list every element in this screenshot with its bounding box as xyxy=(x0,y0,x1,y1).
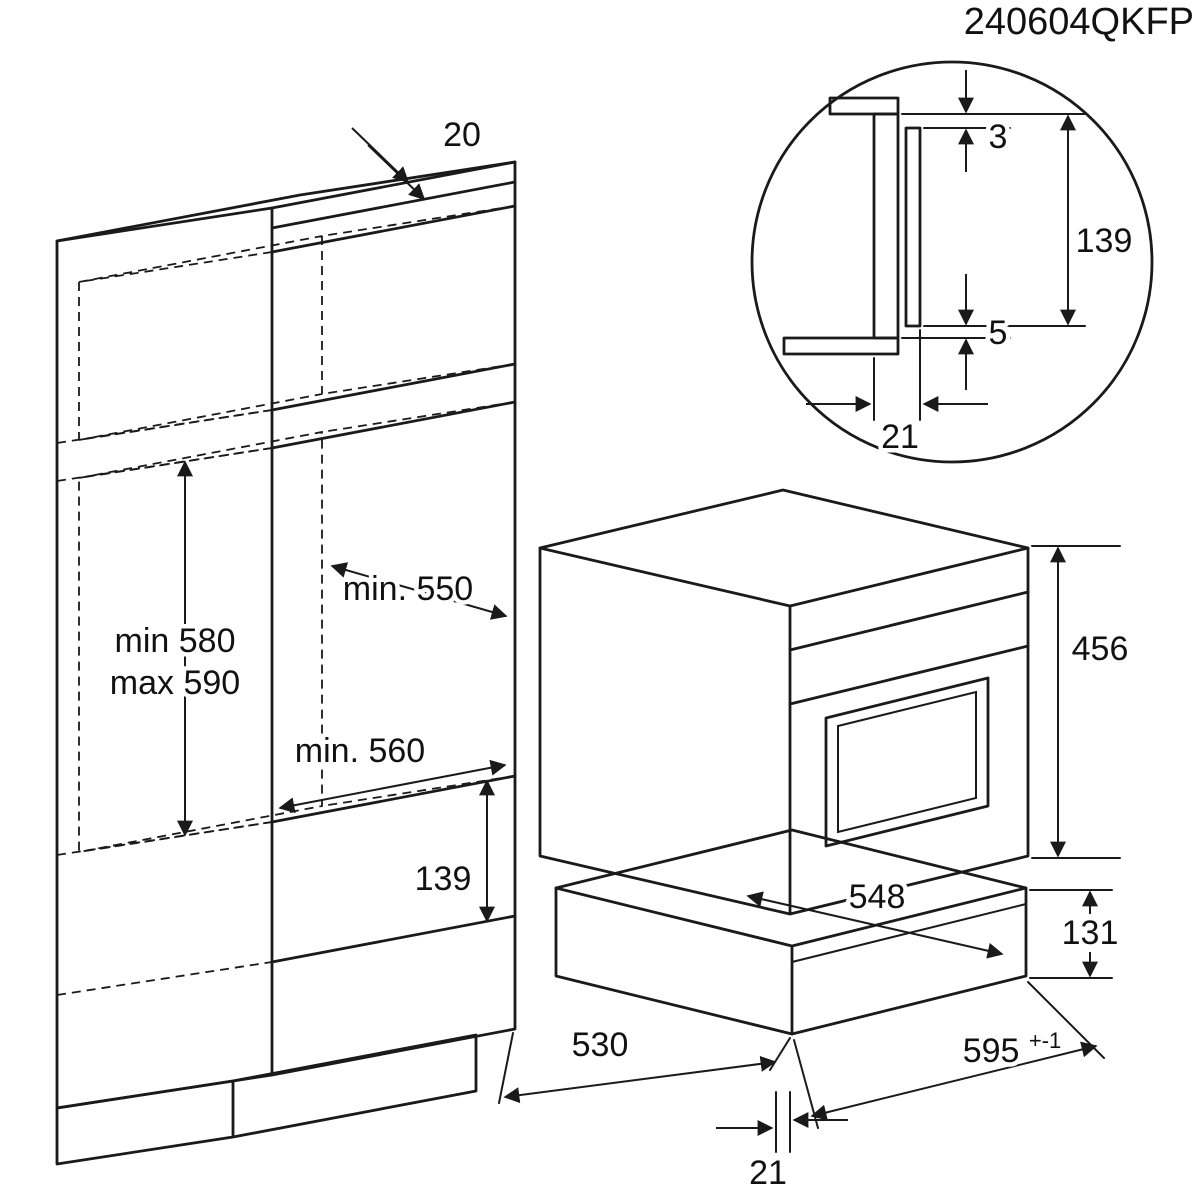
detail-callout: 3 139 5 21 xyxy=(750,60,1154,464)
oven-height-ext-lines xyxy=(1031,545,1121,859)
dim-oven-height-label: 456 xyxy=(1072,630,1129,668)
detail-oven-flange-section xyxy=(904,126,922,328)
upper-cupboard-hidden-lines xyxy=(78,205,516,441)
dim-oven-depth-label: 548 xyxy=(849,878,906,916)
cabinet-dimensions: min 580 max 590 min. 550 min. 560 139 20… xyxy=(105,112,848,1197)
oven-depth-arrow xyxy=(746,891,1004,959)
dim-niche-depth-label: min. 550 xyxy=(343,570,473,608)
dim-oven-width-label: 595 +-1 xyxy=(963,1028,1062,1070)
oven-outline xyxy=(538,488,1030,916)
cabinet-divisions xyxy=(270,362,517,964)
niche-depth-arrow xyxy=(330,562,508,620)
detail-bottom-panel-section xyxy=(782,336,900,356)
dim-niche-width-label: min. 560 xyxy=(295,732,425,770)
dim-detail-panel-height-label: 139 xyxy=(1076,222,1133,260)
side-panel-hidden-lines xyxy=(56,409,273,996)
oven-width-tolerance: +-1 xyxy=(1029,1028,1061,1053)
niche-width-arrow xyxy=(278,759,507,814)
cabinet-plinth xyxy=(55,1033,478,1166)
oven-inner-edges xyxy=(538,546,1030,916)
dim-detail-top-gap-label: 3 xyxy=(989,118,1008,156)
dim-bottom-depth-label: 530 xyxy=(572,1026,629,1064)
oven-drawing xyxy=(538,488,1030,916)
oven-window-inner xyxy=(837,690,977,834)
detail-circle xyxy=(750,60,1154,464)
oven-width-arrow xyxy=(810,1041,1098,1121)
bottom-gap-ext-lines xyxy=(775,1091,791,1153)
dim-detail-overhang-label: 21 xyxy=(881,418,919,456)
cabinet-worktop-line xyxy=(270,180,517,254)
cabinet-top-face xyxy=(55,160,517,243)
dim-detail-bottom-gap-label: 5 xyxy=(989,314,1008,352)
dim-drawer-height-label: 131 xyxy=(1062,914,1119,952)
detail-ext-lines xyxy=(873,113,1086,421)
top-thickness-leader-1 xyxy=(351,127,410,184)
oven-control-panel-lines xyxy=(788,590,1030,706)
doc-code: 240604QKFP xyxy=(964,1,1194,43)
drawer-outline xyxy=(554,828,1028,1036)
top-thickness-leader-2 xyxy=(367,144,426,201)
cabinet-drawing xyxy=(55,160,517,1166)
dim-niche-height-min-label: min 580 xyxy=(115,622,236,660)
oven-width-value: 595 xyxy=(963,1032,1020,1070)
dim-bottom-gap-label: 21 xyxy=(749,1154,787,1192)
dim-top-thickness-label: 20 xyxy=(443,116,481,154)
dim-niche-height-max-label: max 590 xyxy=(110,664,240,702)
dim-plinth-band-label: 139 xyxy=(415,860,472,898)
detail-top-panel-section xyxy=(828,96,900,116)
detail-front-stile-section xyxy=(872,112,900,340)
oven-window-outer xyxy=(824,676,990,848)
oven-dimensions: 456 548 131 595 +-1 xyxy=(746,545,1133,1129)
bottom-depth-arrow xyxy=(503,1055,777,1104)
drawer-height-ext-lines xyxy=(1029,889,1113,979)
